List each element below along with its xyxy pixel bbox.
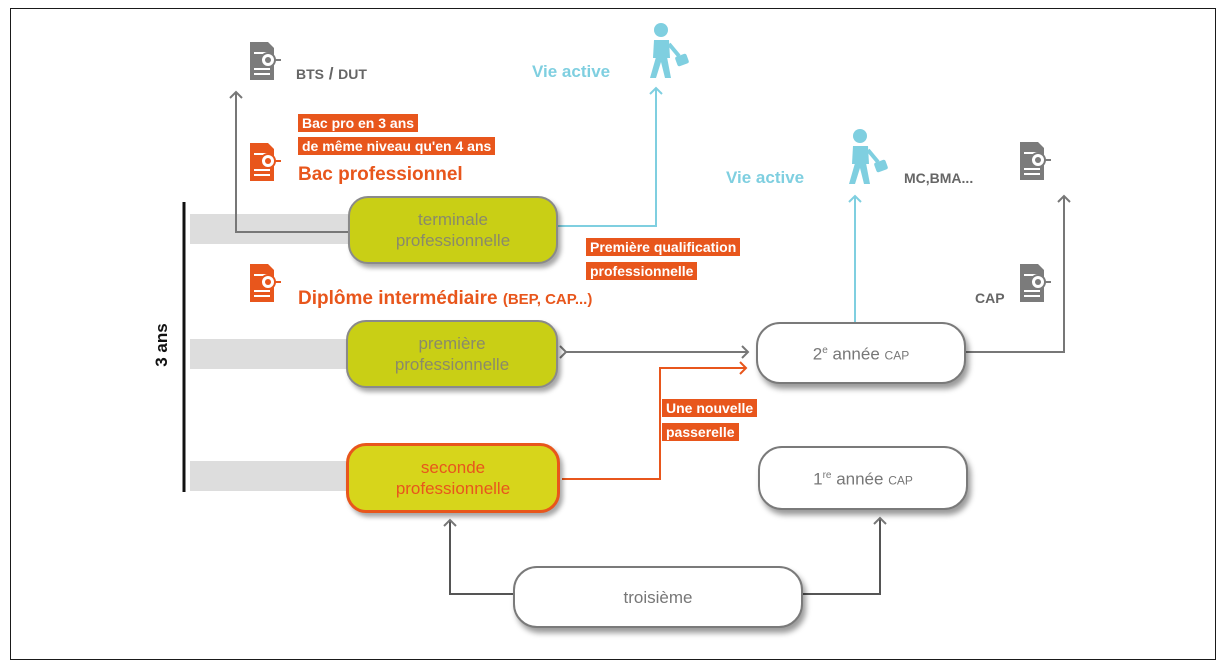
node-troisieme: troisième — [513, 566, 803, 628]
node-terminale-line2: professionnelle — [395, 231, 511, 250]
node-1re-annee-cap: 1re année CAP — [758, 446, 968, 510]
label-bac-professionnel: Bac professionnel — [298, 164, 463, 185]
walking-person-icon-top — [650, 23, 689, 78]
arrow-passerelle — [562, 361, 748, 480]
node-terminale-line1: terminale — [418, 210, 488, 229]
band-seconde — [190, 461, 360, 491]
tag-passerelle-line2: passerelle — [662, 423, 739, 441]
node-cap1-text: 1re année CAP — [813, 469, 913, 489]
band-premiere — [190, 339, 360, 369]
node-seconde-professionnelle: seconde professionnelle — [346, 443, 560, 513]
document-icon-cap — [1020, 264, 1051, 302]
node-terminale-professionnelle: terminale professionnelle — [348, 196, 558, 264]
tag-bac-line1: Bac pro en 3 ans — [298, 114, 419, 132]
document-icon-bac — [250, 143, 281, 181]
walking-person-icon-right — [849, 129, 888, 184]
arrow-to-cap1 — [800, 516, 887, 595]
tag-qualification-line2: professionnelle — [586, 262, 698, 280]
years-label: 3 ans — [152, 323, 171, 367]
node-troisieme-text: troisième — [623, 587, 693, 607]
arrow-to-bts — [229, 90, 350, 233]
node-2e-annee-cap: 2e année CAP — [756, 322, 966, 384]
node-seconde-line1: seconde — [420, 458, 486, 477]
node-seconde-line2: professionnelle — [395, 479, 511, 498]
label-vie-active-right: Vie active — [726, 168, 805, 187]
label-cap: CAP — [975, 290, 1005, 306]
node-premiere-line1: première — [418, 334, 486, 353]
tag-qualification-line1: Première qualification — [586, 238, 741, 256]
tag-bac-line2: de même niveau qu'en 4 ans — [298, 137, 496, 155]
arrow-to-seconde — [443, 518, 516, 595]
label-bts-dut: BTS / DUT — [296, 64, 367, 83]
arrow-to-mc-bma — [965, 194, 1071, 353]
node-premiere-line2: professionnelle — [394, 355, 510, 374]
node-premiere-professionnelle: première professionnelle — [346, 320, 558, 388]
arrow-to-vie-active-top — [556, 86, 663, 227]
label-mc-bma: MC,BMA... — [904, 170, 974, 186]
document-icon-mc-bma — [1020, 142, 1051, 180]
document-icon-diplome — [250, 264, 281, 302]
band-terminale — [190, 214, 360, 244]
node-cap2-text: 2e année CAP — [812, 344, 910, 364]
label-diplome-intermediaire: Diplôme intermédiaire (BEP, CAP...) — [298, 288, 593, 309]
document-icon-bts — [250, 42, 281, 80]
tag-passerelle-line1: Une nouvelle — [662, 399, 758, 417]
label-vie-active-top: Vie active — [532, 62, 611, 81]
